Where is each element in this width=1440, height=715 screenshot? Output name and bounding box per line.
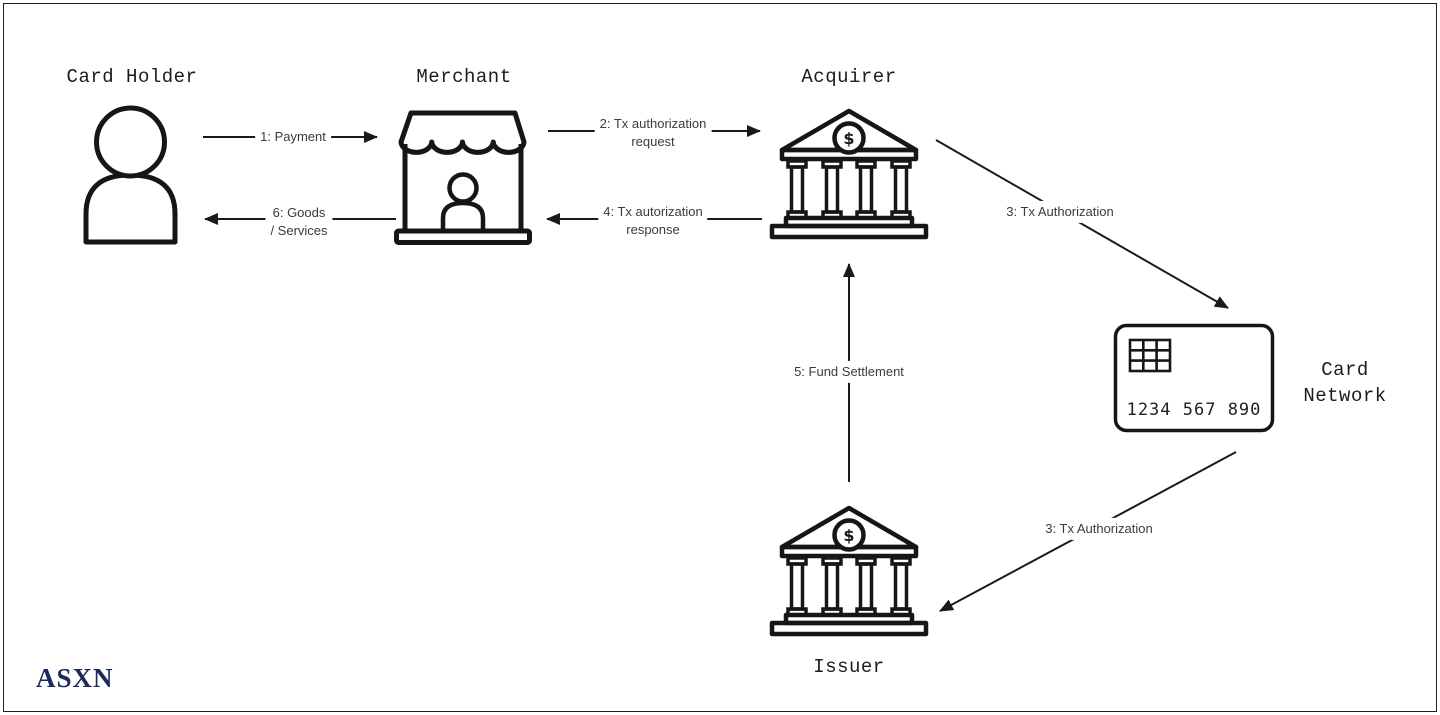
node-label-line: Card (1321, 359, 1369, 381)
node-label-line: Network (1303, 384, 1387, 407)
edge-label-tx-auth-request: 2: Tx authorization request (594, 112, 712, 154)
node-label-card-network: Card Network (1303, 358, 1386, 409)
card-number-text: 1234 567 890 (1126, 400, 1262, 420)
edge-label-line: 6: Goods (272, 204, 326, 220)
edge-label-line: request (631, 134, 675, 149)
node-label-merchant: Merchant (416, 66, 512, 88)
edge-label-fund-settlement: 5: Fund Settlement (789, 360, 909, 384)
person-icon (83, 105, 178, 245)
node-label-issuer: Issuer (813, 656, 885, 678)
edge-label-tx-auth-network-issuer: 3: Tx Authorization (1040, 517, 1158, 541)
edge-label-line: 4: Tx autorization (603, 203, 703, 219)
edge-label-goods-services: 6: Goods / Services (265, 201, 333, 243)
edge-label-line: response (626, 222, 680, 237)
edge-label-tx-auth-response: 4: Tx autorization response (598, 200, 708, 242)
edge-label-line: 2: Tx authorization (599, 115, 707, 131)
node-label-card-holder: Card Holder (66, 66, 198, 88)
storefront-icon (394, 110, 532, 245)
bank-icon-issuer (769, 505, 929, 637)
node-label-acquirer: Acquirer (801, 66, 897, 88)
edge-label-line: / Services (270, 223, 328, 238)
credit-card-icon (1113, 323, 1275, 433)
arrow-tx-auth-acquirer-to-network (935, 139, 1229, 309)
bank-icon-acquirer (769, 108, 929, 240)
edge-label-tx-auth-acquirer-network: 3: Tx Authorization (1001, 200, 1119, 224)
asxn-logo: ASXN (36, 663, 114, 693)
edge-label-payment: 1: Payment (255, 125, 331, 149)
